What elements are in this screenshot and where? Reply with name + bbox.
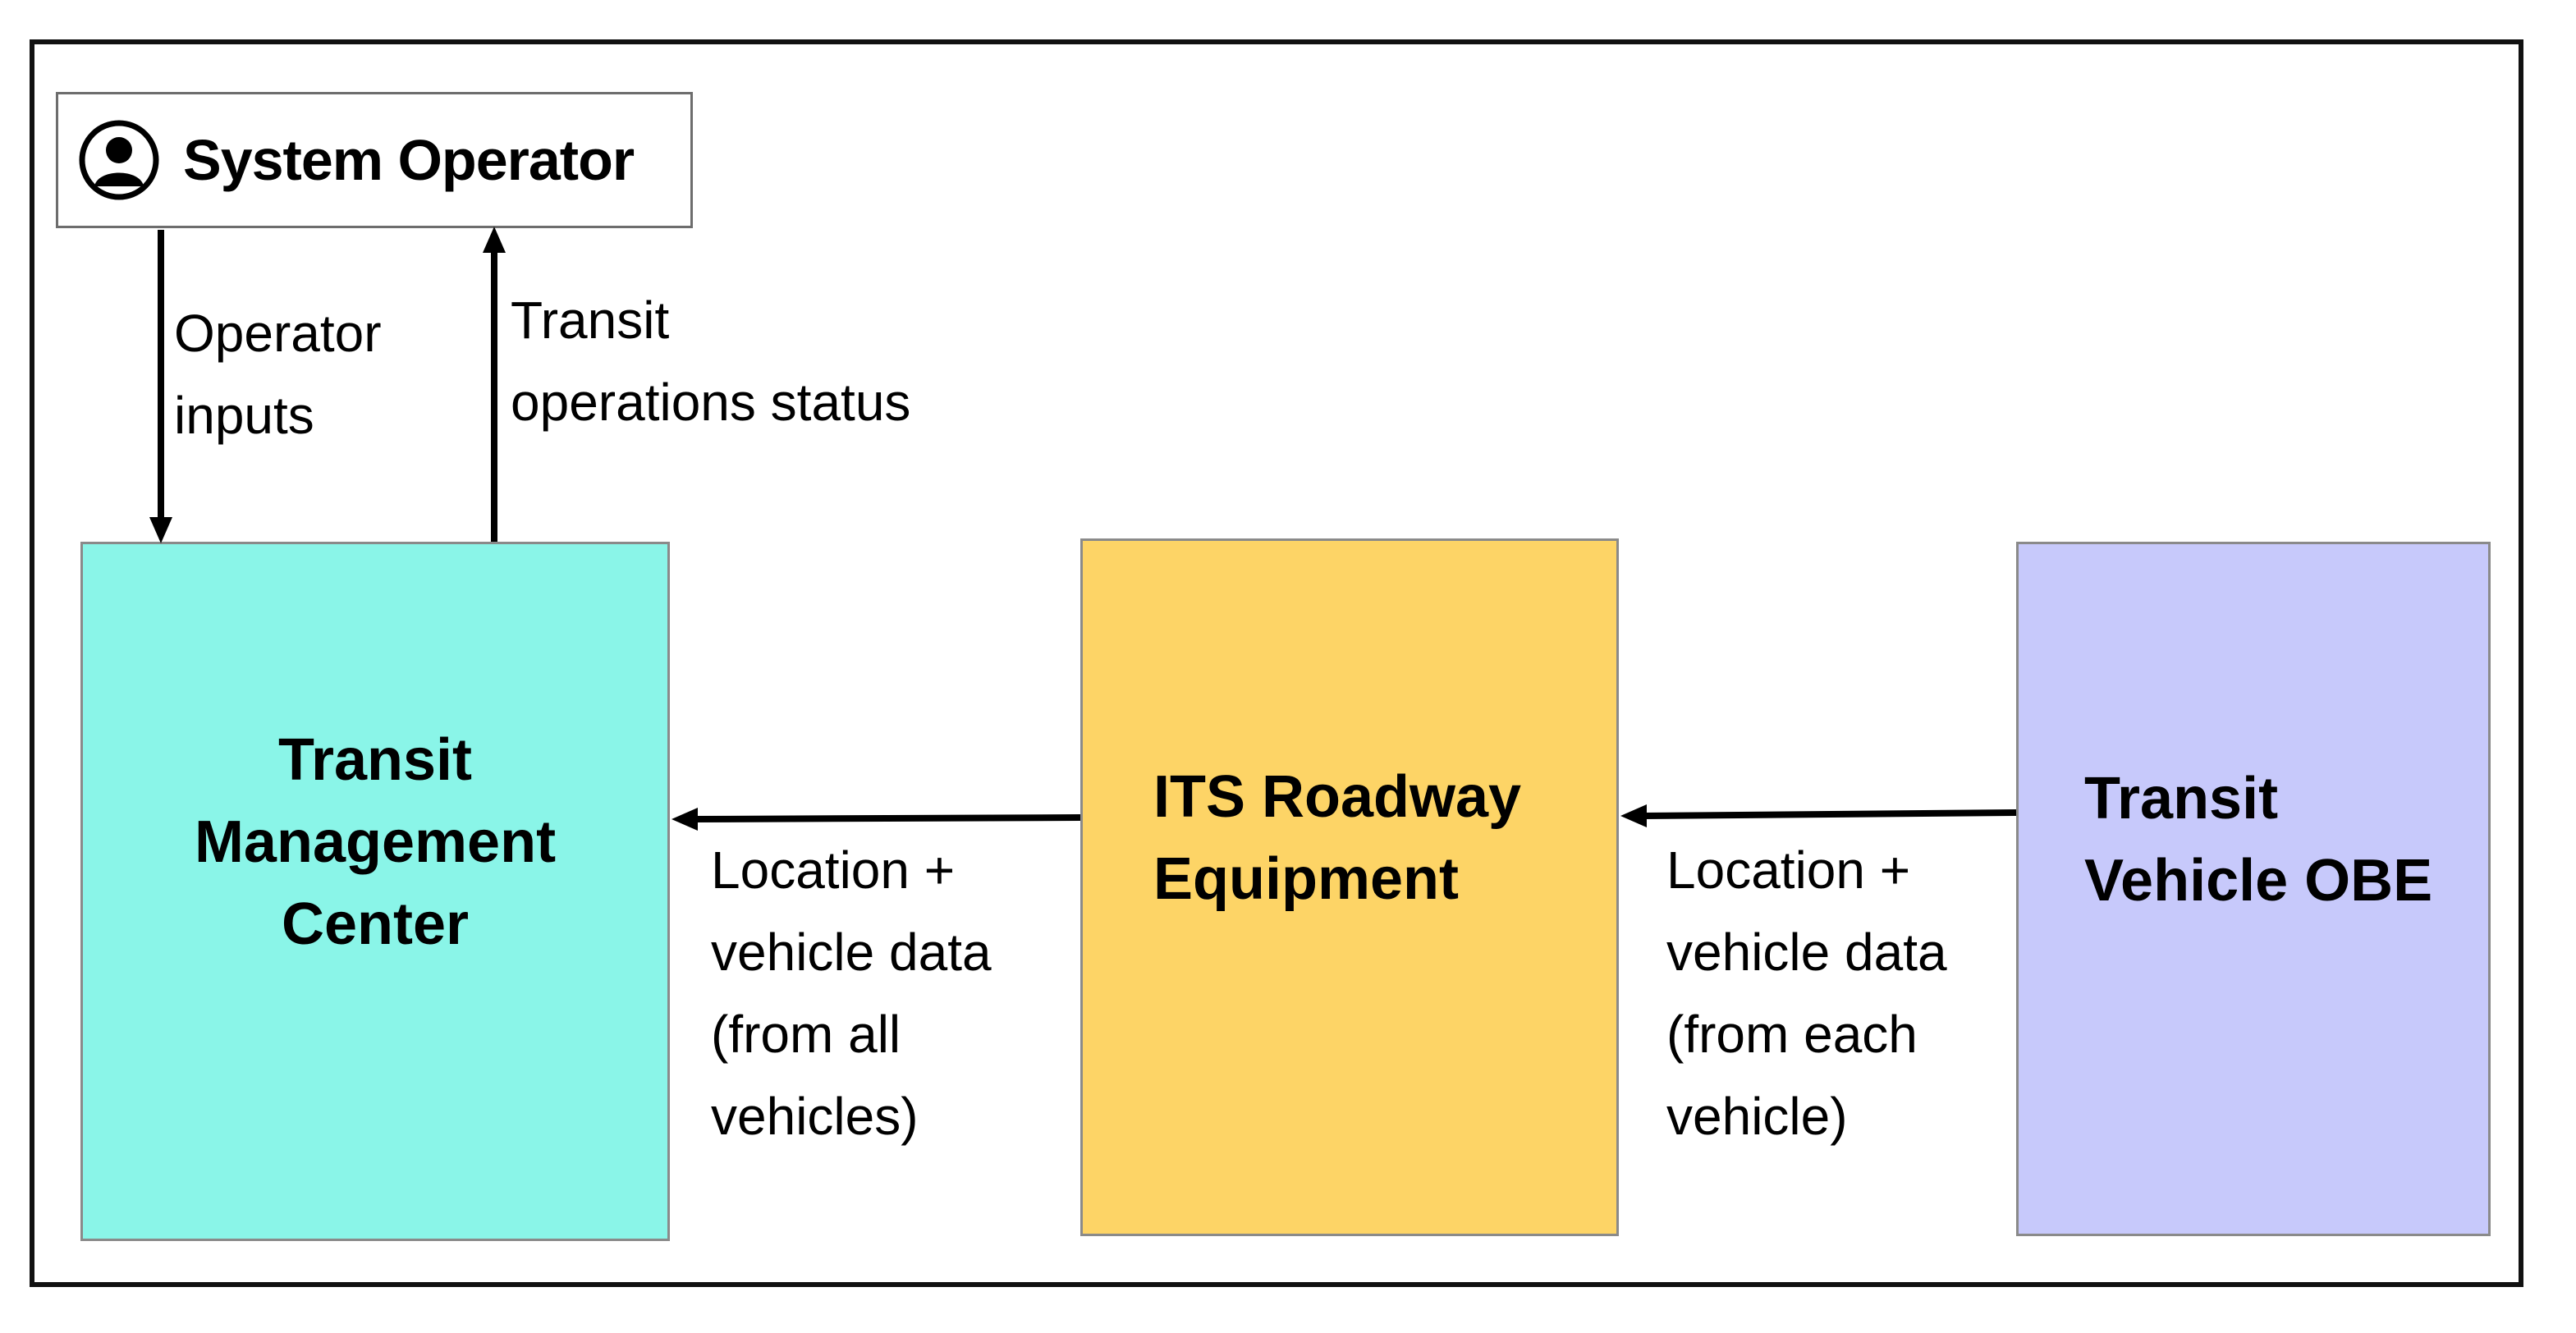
system-operator-box: System Operator bbox=[56, 92, 693, 228]
transit-vehicle-obe-block: Transit Vehicle OBE bbox=[2016, 542, 2491, 1236]
its-to-tmc-arrowhead bbox=[672, 808, 698, 831]
operator-inputs-arrowhead bbox=[149, 517, 172, 543]
ops-status-arrowhead bbox=[483, 227, 506, 253]
diagram-frame bbox=[30, 39, 2523, 1287]
transit-operations-status-label: Transit operations status bbox=[511, 291, 911, 432]
its-roadway-equipment-block: ITS Roadway Equipment bbox=[1080, 538, 1619, 1236]
operator-inputs-label: Operator inputs bbox=[174, 304, 382, 445]
transit-management-center-label: Transit Management Center bbox=[194, 727, 557, 957]
obe-to-its-arrowhead bbox=[1620, 804, 1647, 827]
obe-to-its-arrow bbox=[1643, 809, 2017, 819]
location-vehicle-data-each-label: Location + vehicle data (from each vehic… bbox=[1666, 841, 1947, 1146]
its-roadway-equipment-label: ITS Roadway Equipment bbox=[1153, 764, 1522, 912]
location-vehicle-data-all-label: Location + vehicle data (from all vehicl… bbox=[711, 841, 992, 1146]
system-operator-label: System Operator bbox=[183, 128, 635, 192]
its-to-tmc-arrow bbox=[694, 814, 1081, 822]
transit-vehicle-obe-label: Transit Vehicle OBE bbox=[2084, 766, 2433, 914]
transit-management-center-block: Transit Management Center bbox=[80, 542, 670, 1241]
user-icon bbox=[73, 114, 165, 206]
